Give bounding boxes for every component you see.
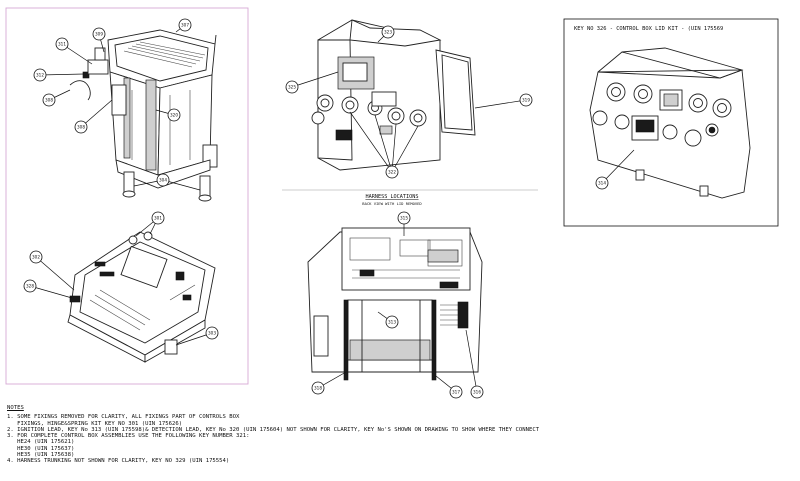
note-line: HE35 (UIN 175638) <box>7 452 75 459</box>
casing-assembly-view <box>69 29 218 202</box>
callout-311-label: 311 <box>58 42 66 47</box>
callout-307 <box>178 18 192 32</box>
callout-317-label: 317 <box>452 390 460 395</box>
callout-317 <box>449 385 463 399</box>
callout-319-label: 319 <box>522 98 530 103</box>
callout-322-label: 322 <box>388 170 396 175</box>
callout-315 <box>397 211 411 225</box>
notes-title: NOTES <box>7 405 24 411</box>
callout-313 <box>385 315 399 329</box>
note-line: 4. HARNESS TRUNKING NOT SHOWN FOR CLARIT… <box>7 458 230 465</box>
lid-kit-title: KEY NO 326 - CONTROL BOX LID KIT - (UIN … <box>574 26 723 32</box>
callout-323-label: 323 <box>384 30 392 35</box>
callout-302-label: 302 <box>32 255 40 260</box>
callout-301 <box>151 211 165 225</box>
callout-312 <box>33 68 47 82</box>
callout-308 <box>42 93 56 107</box>
callout-318 <box>311 381 325 395</box>
callout-325-label: 325 <box>288 85 296 90</box>
callout-302 <box>29 250 43 264</box>
callout-314 <box>595 176 609 190</box>
callout-301-label: 301 <box>154 216 162 221</box>
callout-316-label: 316 <box>473 390 481 395</box>
harness-title: HARNESS LOCATIONS <box>365 194 418 200</box>
callout-308-label: 308 <box>45 98 53 103</box>
callout-312-label: 312 <box>36 73 44 78</box>
note-line: HE30 (UIN 175637) <box>7 445 75 452</box>
callout-328-label: 328 <box>26 284 34 289</box>
callout-307-label: 307 <box>181 23 189 28</box>
callout-309 <box>92 27 106 41</box>
callout-311 <box>55 37 69 51</box>
callout-304-label: 304 <box>159 178 167 183</box>
note-line: 1. SOME FIXINGS REMOVED FOR CLARITY, ALL… <box>7 414 240 421</box>
lid-kit-frame <box>563 18 779 227</box>
callout-315-label: 315 <box>400 216 408 221</box>
callout-319 <box>519 93 533 107</box>
callout-316 <box>470 385 484 399</box>
left-view-frame <box>5 7 249 385</box>
callout-314-label: 314 <box>598 181 606 186</box>
callout-308b-label: 308 <box>77 125 85 130</box>
callout-322 <box>385 165 399 179</box>
callout-308b <box>74 120 88 134</box>
callout-320-label: 320 <box>170 113 178 118</box>
callout-309-label: 309 <box>95 32 103 37</box>
callout-303 <box>205 326 219 340</box>
harness-locations-view <box>307 227 483 381</box>
harness-subtitle: BACK VIEW WITH LID REMOVED <box>362 201 422 206</box>
callout-320 <box>167 108 181 122</box>
note-line: 3. FOR COMPLETE CONTROL BOX ASSEMBLIES U… <box>7 433 250 440</box>
lid-kit-view <box>589 47 751 199</box>
callout-323 <box>381 25 395 39</box>
callout-303-label: 303 <box>208 331 216 336</box>
callout-304 <box>156 173 170 187</box>
callout-318-label: 318 <box>314 386 322 391</box>
callout-313-label: 313 <box>388 320 396 325</box>
callout-325 <box>285 80 299 94</box>
control-box-lid-view <box>311 19 476 171</box>
note-line: HE24 (UIN 175621) <box>7 439 75 446</box>
control-box-base-view <box>67 231 216 363</box>
callout-328 <box>23 279 37 293</box>
note-line: 2. IGNITION LEAD, KEY No 313 (UIN 175598… <box>7 426 540 433</box>
note-line: FIXINGS, HINGE&SPRING KIT KEY NO 301 (UI… <box>7 420 183 427</box>
notes-block: NOTES 1. SOME FIXINGS REMOVED FOR CLARIT… <box>7 405 787 465</box>
